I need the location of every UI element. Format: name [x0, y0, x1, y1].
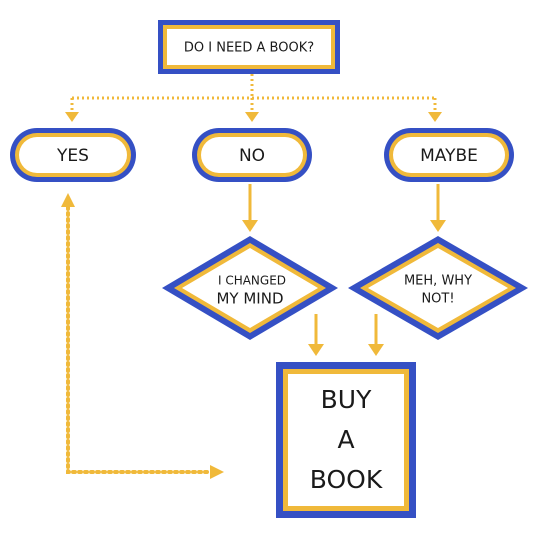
arrowhead-yes	[65, 112, 79, 122]
answer-maybe: MAYBE	[384, 128, 514, 182]
meh-line1: MEH, WHY	[404, 274, 472, 289]
dotted-path-yes-to-book	[66, 205, 212, 474]
result-line3: BOOK	[310, 465, 383, 494]
question-label: DO I NEED A BOOK?	[184, 41, 314, 56]
arrowhead-maybe	[428, 112, 442, 122]
answer-no: NO	[192, 128, 312, 182]
meh-line2: NOT!	[421, 292, 454, 307]
decision-meh: MEH, WHY NOT!	[348, 236, 528, 340]
arrowhead-no	[245, 112, 259, 122]
decision-changed-mind: I CHANGED MY MIND	[162, 236, 338, 340]
answer-maybe-label: MAYBE	[420, 146, 478, 166]
answer-yes: YES	[10, 128, 136, 182]
changed-mind-line1: I CHANGED	[218, 274, 286, 288]
answer-yes-label: YES	[56, 146, 89, 166]
yes-to-result-connector	[61, 193, 224, 479]
arrowhead-changed-to-book	[308, 344, 324, 356]
question-arrowheads	[65, 112, 442, 122]
arrowhead-meh-to-book	[368, 344, 384, 356]
changed-mind-line2: MY MIND	[216, 290, 283, 308]
result-line1: BUY	[321, 385, 372, 414]
arrowhead-right-to-book	[210, 465, 224, 479]
answer-no-label: NO	[239, 146, 265, 166]
arrowhead-no-to-changed	[242, 220, 258, 232]
result-line2: A	[337, 425, 354, 454]
arrowhead-up-yes	[61, 193, 75, 207]
arrowhead-maybe-to-meh	[430, 220, 446, 232]
answer-to-decision-arrows	[242, 184, 446, 232]
result-box: BUY A BOOK	[276, 362, 416, 518]
decision-to-result-arrows	[308, 314, 384, 356]
question-box: DO I NEED A BOOK?	[158, 20, 340, 74]
question-connectors	[70, 74, 437, 112]
